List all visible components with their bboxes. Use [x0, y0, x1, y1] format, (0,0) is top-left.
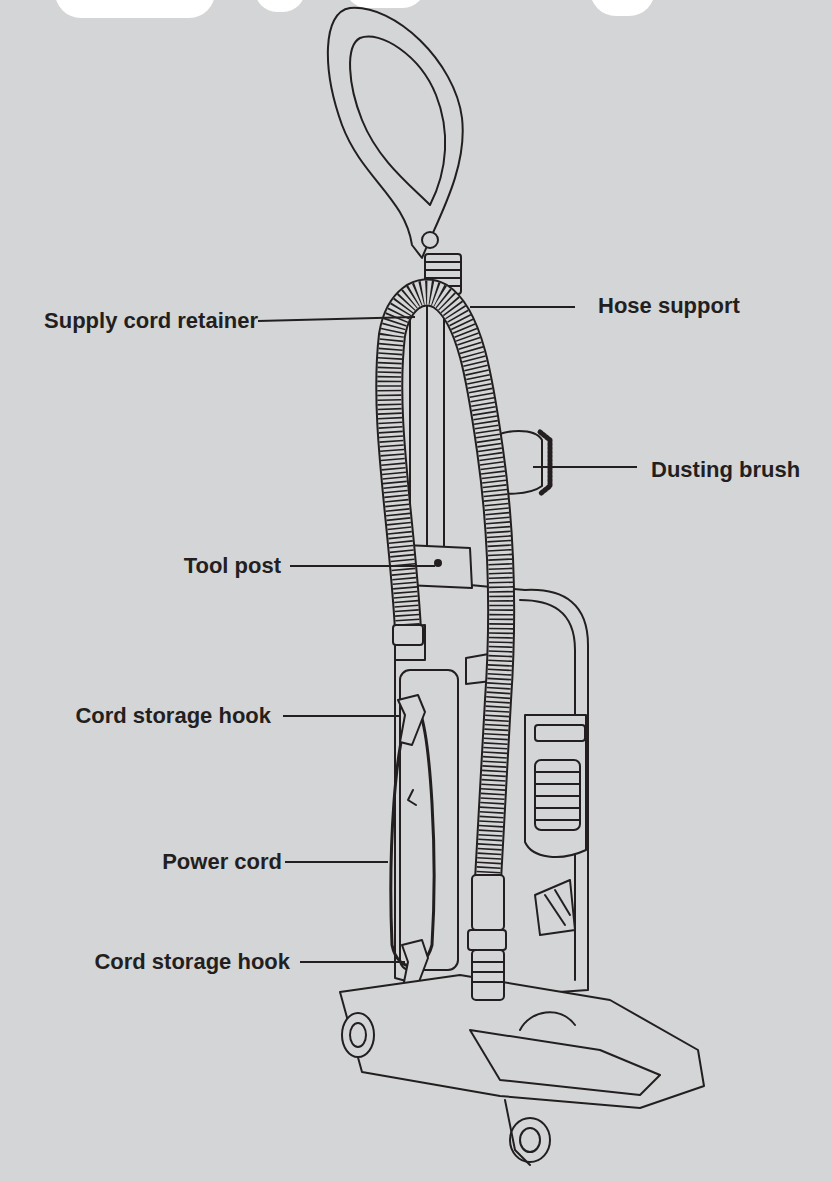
nozzle-base [340, 975, 704, 1108]
part-label: Cord storage hook [75, 703, 271, 729]
hose-fitting [393, 625, 506, 1000]
wheel [342, 1013, 374, 1057]
cord-storage-hook [398, 695, 425, 745]
dust-bin [525, 715, 586, 857]
leader-line [258, 307, 637, 962]
part-label: Hose support [598, 293, 740, 319]
part-label: Cord storage hook [94, 949, 290, 975]
hose [389, 292, 501, 880]
handle-knob [422, 232, 438, 248]
wheel [510, 1118, 550, 1162]
power-cord [391, 712, 412, 966]
filter-ribs [535, 760, 580, 830]
handle-opening [350, 37, 445, 205]
part-label: Tool post [184, 553, 281, 579]
pole [410, 300, 444, 550]
part-label: Power cord [162, 849, 282, 875]
rear-vent [535, 880, 575, 935]
handle-grip [328, 8, 463, 258]
part-label: Supply cord retainer [44, 308, 258, 334]
part-label: Dusting brush [651, 457, 800, 483]
